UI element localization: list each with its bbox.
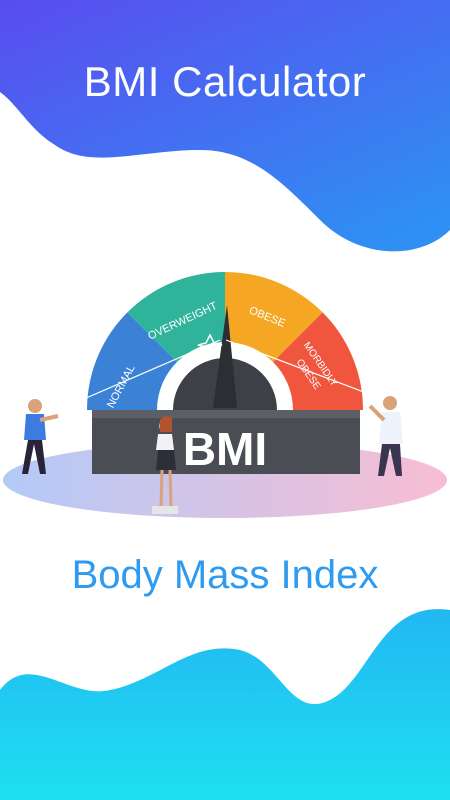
gauge-bmi-label: BMI xyxy=(183,423,267,475)
app-title: BMI Calculator xyxy=(83,58,367,105)
segment-obese xyxy=(225,272,323,362)
rope-right xyxy=(225,339,386,401)
segment-normal xyxy=(86,312,177,410)
rope-left xyxy=(39,339,221,419)
gauge-base xyxy=(92,416,360,474)
top-blob xyxy=(0,0,450,252)
subtitle-body-mass-index: Body Mass Index xyxy=(71,553,379,597)
gauge-needle xyxy=(213,305,237,408)
segment-overweight xyxy=(127,272,225,362)
segment-morbid xyxy=(273,312,363,410)
person-left xyxy=(22,399,59,474)
spark-icon xyxy=(197,333,223,357)
gauge-base-top xyxy=(92,410,360,418)
gauge-arc xyxy=(86,272,363,410)
person-center xyxy=(152,416,178,514)
person-right xyxy=(368,396,403,476)
bottom-wave xyxy=(0,609,450,800)
bmi-gauge-illustration: NORMAL OVERWEIGHT OBESE MORBIDLY OBESE B… xyxy=(3,272,447,518)
